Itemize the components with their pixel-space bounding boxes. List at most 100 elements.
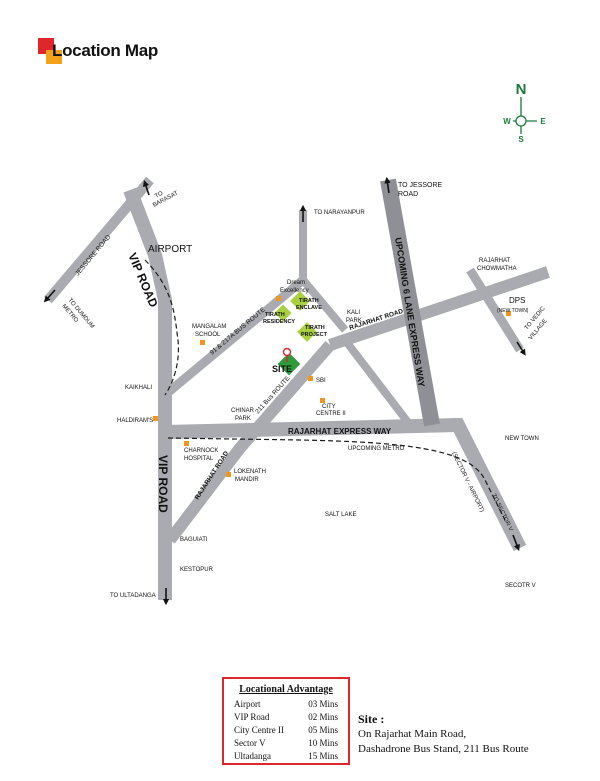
arrow-sector-v — [512, 534, 520, 551]
locational-advantage-box: Locational Advantage Airport 03 Mins VIP… — [222, 677, 350, 765]
advantage-place: Sector V — [234, 738, 266, 748]
label-sbi: SBI — [316, 378, 326, 384]
advantage-row: Airport 03 Mins — [234, 699, 342, 711]
label-tirath-enclave-1: TIRATH — [299, 298, 319, 304]
label-chinar-2: PARK — [235, 416, 251, 422]
label-kaikhali: KAIKHALI — [125, 385, 152, 391]
label-to-narayanpur: TO NARAYANPUR — [314, 210, 365, 216]
landmark-markers — [153, 296, 511, 477]
label-charnock-1: CHARNOCK — [184, 448, 218, 454]
advantage-place: Airport — [234, 699, 261, 709]
label-city-centre-1: CITY — [322, 404, 336, 410]
site-marker — [277, 352, 301, 376]
advantage-time: 05 Mins — [308, 725, 338, 735]
advantage-row: Sector V 10 Mins — [234, 738, 342, 750]
label-dream-2: Excellency — [280, 288, 309, 294]
label-sector-v: SECOTR V — [505, 583, 536, 589]
advantage-time: 15 Mins — [308, 751, 338, 761]
label-kali-park-2: PARK — [346, 318, 362, 324]
advantage-row: VIP Road 02 Mins — [234, 712, 342, 724]
label-vip-road-bottom: VIP ROAD — [156, 455, 170, 513]
label-new-town: NEW TOWN — [505, 436, 539, 442]
label-dream-1: Dream — [287, 280, 305, 286]
label-to-jessore-1: TO JESSORE — [398, 182, 443, 189]
lokenath-marker — [226, 472, 231, 477]
label-kali-park-1: KALI — [347, 310, 360, 316]
arrow-barasat — [142, 179, 150, 196]
advantage-row: Ultadanga 15 Mins — [234, 751, 342, 763]
vip-road — [123, 187, 172, 600]
label-to-ultadanga: TO ULTADANGA — [110, 593, 156, 599]
upcoming-expressway — [380, 178, 440, 427]
label-dps-sub: (NEW TOWN) — [497, 308, 529, 314]
place-labels: AIRPORT Dream Excellency TIRATH ENCLAVE … — [117, 244, 539, 589]
compass-south: S — [518, 135, 524, 144]
kali-park-road — [341, 337, 414, 428]
advantage-time: 02 Mins — [308, 712, 338, 722]
site-info: Site : On Rajarhat Main Road, Dashadrone… — [358, 712, 529, 757]
compass-west: W — [503, 117, 511, 126]
label-tirath-project-2: PROJECT — [301, 332, 328, 338]
label-airport: AIRPORT — [148, 244, 192, 255]
label-lokenath-1: LOKENATH — [234, 469, 266, 475]
label-to-barasat-1: TO — [154, 190, 164, 199]
tirath-project-marker — [297, 322, 317, 342]
road-211 — [165, 341, 335, 544]
label-tirath-project-1: TIRATH — [305, 325, 325, 331]
logo-orange-square — [46, 50, 62, 64]
site-info-line1: On Rajarhat Main Road, — [358, 728, 467, 740]
label-haldirams: HALDIRAM'S — [117, 418, 153, 424]
haldirams-marker — [153, 416, 158, 421]
advantage-row: City Centre II 05 Mins — [234, 725, 342, 737]
label-chinar-1: CHINAR — [231, 408, 255, 414]
label-mangalam-2: SCHOOL — [195, 332, 221, 338]
site-pin-icon — [282, 347, 292, 357]
label-tirath-enclave-2: ENCLAVE — [296, 305, 322, 311]
label-upcoming-metro: UPCOMING METRO — [348, 446, 405, 452]
project-markers — [274, 291, 317, 376]
rajarhat-chowmatha-road — [466, 267, 524, 353]
page-title: Location Map — [52, 41, 158, 60]
label-rajarhat-chowmatha-2: CHOWMATHA — [477, 266, 517, 272]
compass-north: N — [516, 81, 527, 98]
arrow-dumdum — [43, 289, 56, 303]
arrow-vedic — [516, 341, 526, 356]
label-rajarhat-expressway: RAJARHAT EXPRESS WAY — [288, 427, 392, 436]
label-baguiati: BAGUIATI — [180, 537, 208, 543]
route-airport — [144, 259, 180, 396]
route-lines — [144, 259, 506, 521]
advantage-time: 03 Mins — [308, 699, 338, 709]
advantage-title: Locational Advantage — [239, 684, 333, 695]
jessore-road — [44, 176, 154, 304]
advantage-place: VIP Road — [234, 712, 270, 722]
compass-east: E — [540, 117, 546, 126]
rajarhat-road — [328, 266, 550, 351]
advantage-place: Ultadanga — [234, 751, 271, 761]
dream-road — [299, 277, 349, 333]
sbi-marker — [308, 376, 313, 381]
label-site: SITE — [272, 364, 292, 374]
label-mangalam-1: MANGALAM — [192, 324, 226, 330]
city-centre-marker — [320, 398, 325, 403]
dps-marker — [506, 311, 511, 316]
mangalam-marker — [200, 340, 205, 345]
label-kestopur: KESTOPUR — [180, 567, 214, 573]
tirath-enclave-marker — [290, 291, 310, 311]
dream-marker — [276, 296, 281, 301]
direction-arrows — [43, 176, 526, 606]
label-to-jessore-2: ROAD — [398, 191, 418, 198]
tirath-residency-marker — [274, 304, 292, 322]
site-info-label: Site : — [358, 712, 385, 726]
arrow-jessore — [384, 176, 391, 194]
advantage-place: City Centre II — [234, 725, 284, 735]
label-rajarhat-chowmatha-1: RAJARHAT — [479, 258, 511, 264]
road-network — [44, 176, 550, 600]
label-tirath-residency-1: TIRATH — [265, 312, 285, 318]
site-info-line2: Dashadrone Bus Stand, 211 Bus Route — [358, 743, 529, 755]
label-dps: DPS — [509, 296, 525, 305]
compass: N W E S — [503, 81, 546, 144]
label-tirath-residency-2: RESIDENCY — [263, 319, 295, 325]
advantage-time: 10 Mins — [308, 738, 338, 748]
label-salt-lake: SALT LAKE — [325, 512, 356, 518]
label-city-centre-2: CENTRE II — [316, 411, 346, 417]
